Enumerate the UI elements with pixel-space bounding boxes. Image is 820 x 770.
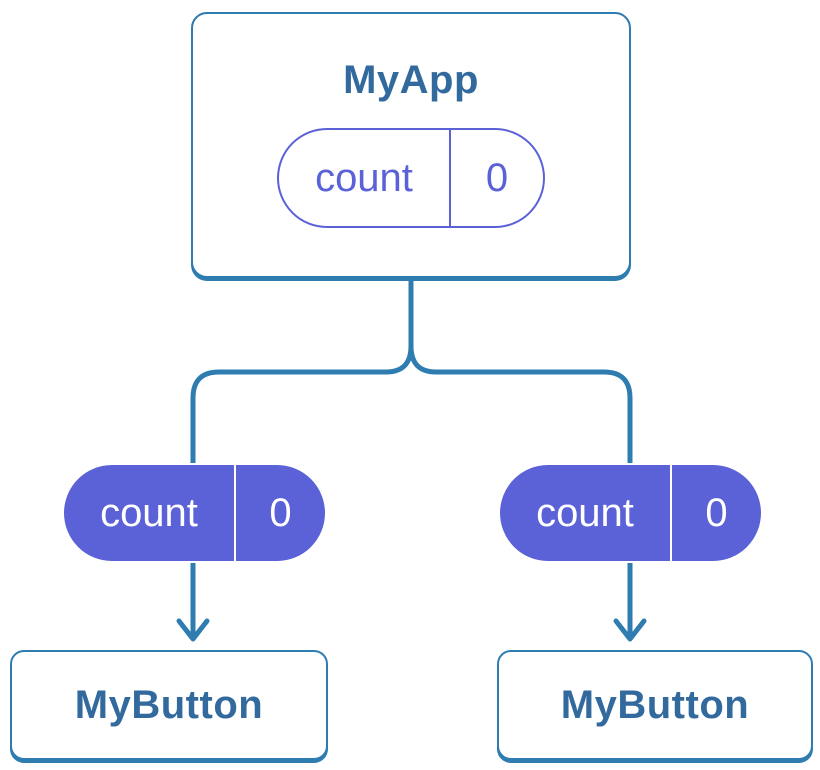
down-arrow-right-icon [613,618,647,642]
state-value: 0 [449,130,543,226]
connector-branch-left [190,277,414,637]
child-component-title: MyButton [560,683,750,727]
prop-value: 0 [234,465,325,561]
child-component-box-right: MyButton [497,650,813,760]
prop-pill-right: count 0 [498,463,763,563]
child-component-box-left: MyButton [10,650,328,760]
parent-component-box: MyApp count 0 [191,12,631,278]
state-name: count [315,155,413,200]
state-pill: count 0 [277,128,545,228]
prop-name: count [536,490,634,535]
prop-name: count [100,490,198,535]
prop-pill-left: count 0 [62,463,327,563]
connector-branch-right [408,277,633,637]
down-arrow-left-icon [176,618,210,642]
parent-component-title: MyApp [343,58,479,102]
child-component-title: MyButton [74,683,264,727]
prop-value: 0 [670,465,761,561]
